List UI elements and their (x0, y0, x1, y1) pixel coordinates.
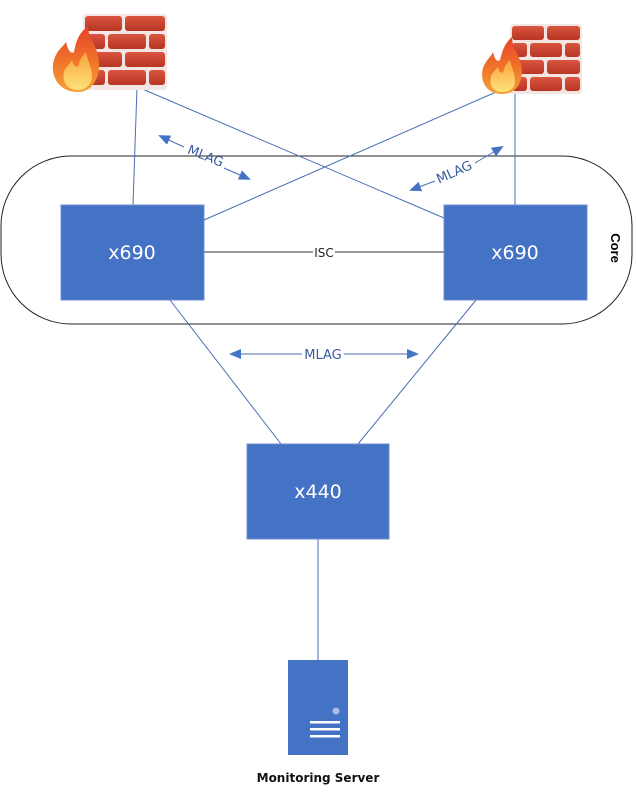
switch-core-left-label: x690 (108, 242, 156, 264)
mlag-right-annotation: MLAG (409, 145, 504, 192)
switch-core-left[interactable]: x690 (60, 204, 205, 301)
mlag-bottom-label: MLAG (304, 348, 342, 363)
server-icon (288, 660, 348, 755)
monitoring-server[interactable]: Monitoring Server (257, 660, 380, 785)
switch-core-right[interactable]: x690 (443, 204, 588, 301)
mlag-left-label: MLAG (185, 143, 225, 171)
link-fw-right-to-core-left (203, 84, 513, 221)
firewall-right[interactable] (482, 24, 582, 94)
core-group-boundary (0, 155, 633, 325)
switch-access-label: x440 (294, 481, 342, 503)
firewall-icon (52, 14, 167, 92)
monitoring-server-label: Monitoring Server (257, 771, 380, 785)
isc-label: ISC (314, 246, 334, 260)
firewall-icon (482, 24, 582, 94)
core-group-label: Core (608, 233, 623, 263)
link-fw-left-to-core-right (139, 87, 445, 219)
mlag-left-annotation: MLAG (158, 135, 251, 180)
mlag-bottom-annotation: MLAG (229, 348, 419, 363)
link-core-right-to-access (357, 299, 477, 445)
switch-core-right-label: x690 (491, 242, 539, 264)
mlag-right-label: MLAG (434, 158, 474, 187)
link-core-left-to-access (169, 299, 282, 445)
firewall-left[interactable] (52, 14, 167, 92)
link-fw-left-to-core-left (132, 86, 138, 206)
switch-access[interactable]: x440 (246, 443, 390, 540)
